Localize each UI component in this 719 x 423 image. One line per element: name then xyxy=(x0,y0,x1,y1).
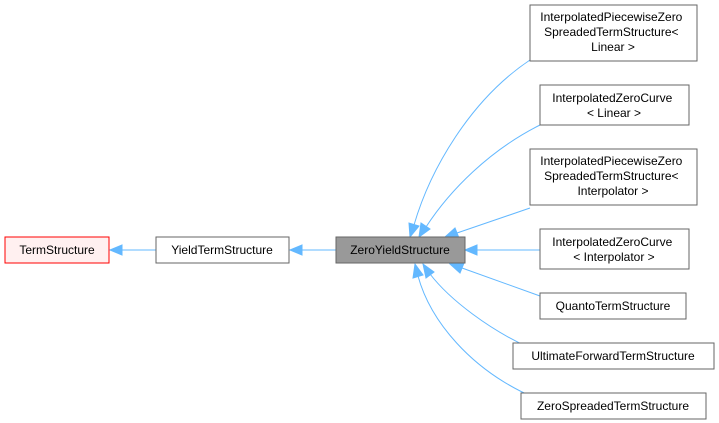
node-zero-yield-structure[interactable]: ZeroYieldStructure xyxy=(335,236,466,264)
svg-text:InterpolatedZeroCurve <: InterpolatedZeroCurve < Linear > xyxy=(552,91,675,120)
node-interpolated-zero-curve-linear[interactable]: InterpolatedZeroCurve < Linear > xyxy=(539,84,690,126)
edge-quanto-to-zero xyxy=(461,267,541,297)
node-label: YieldTermStructure xyxy=(171,243,273,257)
node-label: InterpolatedPiecewiseZero xyxy=(540,154,682,168)
node-ultimate-forward-term-structure[interactable]: UltimateForwardTermStructure xyxy=(512,342,715,370)
arrowhead-icon xyxy=(448,262,465,274)
svg-text:QuantoTermStructure: QuantoTermStructure xyxy=(556,299,671,313)
arrowhead-icon xyxy=(408,222,420,239)
node-interpolated-piecewise-zero-linear[interactable]: InterpolatedPiecewiseZero SpreadedTermSt… xyxy=(529,4,698,62)
edge-ufr-to-zero xyxy=(429,273,531,349)
arrowhead-icon xyxy=(422,262,435,279)
node-label: Interpolator > xyxy=(577,184,648,198)
arrowhead-icon xyxy=(463,244,478,256)
svg-text:ZeroSpreadedTermStructure: ZeroSpreadedTermStructure xyxy=(537,399,689,413)
node-label: QuantoTermStructure xyxy=(556,299,671,313)
svg-text:InterpolatedPiecewiseZero: InterpolatedPiecewiseZero SpreadedTermSt… xyxy=(540,10,685,54)
node-label: UltimateForwardTermStructure xyxy=(531,349,695,363)
node-label: InterpolatedPiecewiseZero xyxy=(540,10,682,24)
svg-text:ZeroYieldStructure: ZeroYieldStructure xyxy=(350,243,450,257)
node-interpolated-piecewise-zero-interpolator[interactable]: InterpolatedPiecewiseZero SpreadedTermSt… xyxy=(529,148,698,206)
node-interpolated-zero-curve-interpolator[interactable]: InterpolatedZeroCurve < Interpolator > xyxy=(539,228,690,270)
edges xyxy=(108,59,541,399)
node-label: SpreadedTermStructure< xyxy=(544,169,678,183)
arrowhead-icon xyxy=(108,244,123,256)
node-zero-spreaded-term-structure[interactable]: ZeroSpreadedTermStructure xyxy=(520,392,707,420)
arrowhead-icon xyxy=(412,262,424,279)
svg-text:UltimateForwardTermStructure: UltimateForwardTermStructure xyxy=(531,349,695,363)
edge-pwlinear-to-zero xyxy=(413,59,531,226)
node-label: < Linear > xyxy=(587,106,641,120)
node-label: SpreadedTermStructure< xyxy=(544,25,678,39)
node-label: Linear > xyxy=(591,40,635,54)
node-yield-term-structure[interactable]: YieldTermStructure xyxy=(155,236,290,264)
node-label: InterpolatedZeroCurve xyxy=(552,91,672,105)
node-term-structure[interactable]: TermStructure xyxy=(4,236,110,264)
arrowhead-icon xyxy=(418,222,431,239)
svg-text:TermStructure: TermStructure xyxy=(19,243,95,257)
svg-text:InterpolatedPiecewiseZero: InterpolatedPiecewiseZero SpreadedTermSt… xyxy=(540,154,685,198)
node-label: InterpolatedZeroCurve xyxy=(552,235,672,249)
edge-zspread-to-zero xyxy=(417,275,536,399)
edge-zclinear-to-zero xyxy=(425,124,541,228)
arrowhead-icon xyxy=(288,244,303,256)
node-label: ZeroYieldStructure xyxy=(350,243,450,257)
svg-text:InterpolatedZeroCurve <: InterpolatedZeroCurve < Interpolator > xyxy=(552,235,675,264)
node-quanto-term-structure[interactable]: QuantoTermStructure xyxy=(539,292,687,320)
node-label: TermStructure xyxy=(19,243,95,257)
svg-text:YieldTermStructure: YieldTermStructure xyxy=(171,243,273,257)
edge-pwinterp-to-zero xyxy=(456,207,531,234)
node-label: < Interpolator > xyxy=(573,250,654,264)
node-label: ZeroSpreadedTermStructure xyxy=(537,399,689,413)
